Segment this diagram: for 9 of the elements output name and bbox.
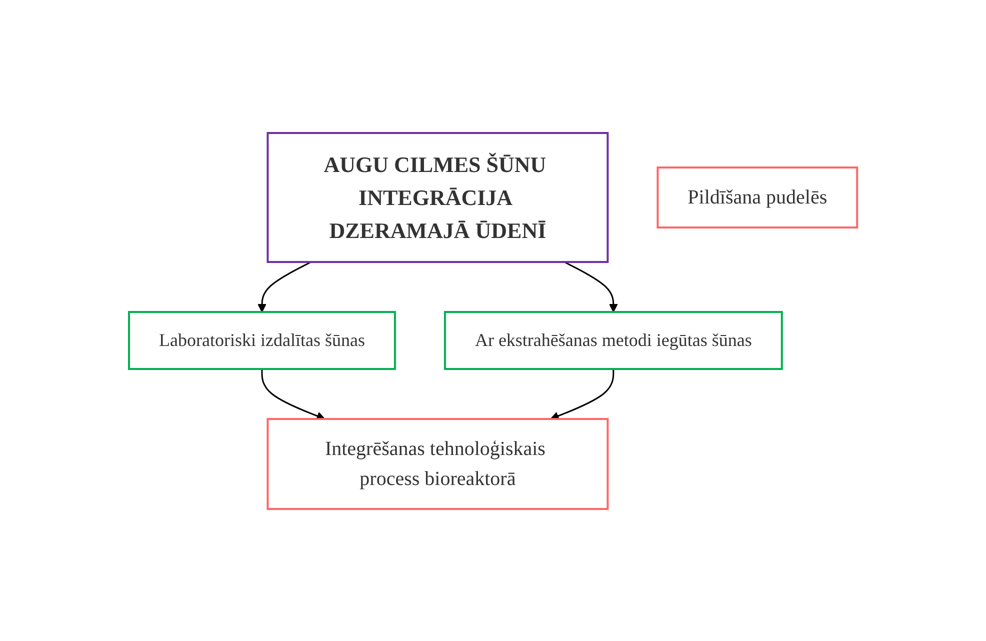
node-box: Integrēšanas tehnoloģiskais process bioreaktorā (266, 418, 609, 510)
node-box: Laboratoriski izdalītas šūnas (128, 310, 396, 370)
node-box: Pildīšana pudelēs (656, 166, 858, 228)
node-box: AUGU CILMES ŠŪNU INTEGRĀCIJA DZERAMAJĀ ŪDENĪ (266, 132, 609, 262)
arrow (261, 368, 326, 420)
node-box: Ar ekstrahēšanas metodi iegūtas šūnas (444, 310, 783, 370)
arrow (564, 260, 618, 312)
arrow (550, 368, 614, 420)
arrow (258, 260, 312, 312)
